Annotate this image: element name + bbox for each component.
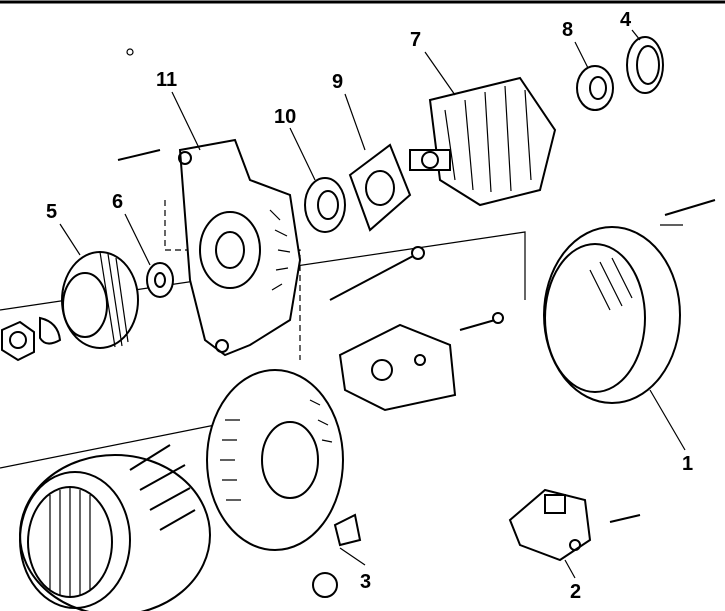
retainer-plate-9: [348, 143, 412, 232]
through-bolt: [329, 246, 425, 301]
pulley-5: [61, 251, 139, 349]
rear-housing: [206, 369, 362, 551]
callout-11: 11: [156, 69, 177, 91]
leader-lines: [59, 29, 641, 579]
callout-7: 7: [410, 29, 421, 51]
regulator-2: [508, 488, 592, 562]
rotor-7: [409, 76, 557, 207]
nut-and-spacer: [1, 316, 62, 362]
rear-cover-1: [543, 224, 686, 451]
stray-mark: [126, 48, 134, 56]
callout-2: 2: [570, 581, 581, 603]
rectifier-brush-holder: [338, 323, 457, 412]
dashed-guide: [164, 200, 301, 360]
callout-4: 4: [620, 9, 632, 31]
callout-9: 9: [332, 71, 343, 93]
bearing-10: [304, 177, 346, 233]
callout-1: 1: [682, 453, 693, 475]
panel-line-lower: [0, 419, 241, 469]
callout-3: 3: [360, 571, 371, 593]
callout-10: 10: [274, 106, 296, 128]
callout-8: 8: [562, 19, 573, 41]
washer-6: [146, 262, 174, 298]
panel-line-upper: [0, 231, 526, 311]
callout-6: 6: [112, 191, 123, 213]
bolt-right: [459, 199, 716, 523]
callout-5: 5: [46, 201, 57, 223]
bushing-3: [312, 547, 366, 598]
front-housing-11: [117, 138, 302, 357]
ring-4: [626, 36, 664, 94]
stator: [19, 444, 211, 611]
bearing-8: [576, 65, 614, 111]
